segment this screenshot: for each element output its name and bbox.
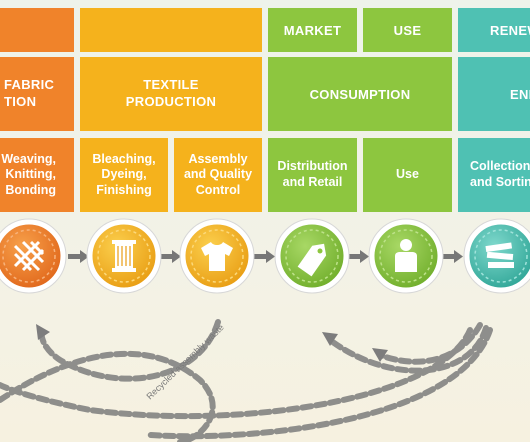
textile-production-line1: TEXTILE: [143, 77, 199, 93]
top-left-orange-strip: [0, 8, 74, 52]
step-bleaching-line3: Finishing: [96, 182, 152, 197]
step-weaving-line3: Bonding: [5, 182, 56, 197]
return-arrowheads: [36, 324, 388, 362]
person-icon: [368, 218, 444, 294]
step-bleaching: Bleaching, Dyeing, Finishing: [80, 138, 168, 212]
market-header: MARKET: [268, 8, 357, 52]
flow-arrows: [68, 250, 463, 263]
consumption-header: CONSUMPTION: [268, 57, 452, 131]
end-of-life-header: END: [458, 57, 530, 131]
step-bleaching-line2: Dyeing,: [101, 167, 147, 182]
step-weaving-line2: Knitting,: [5, 167, 56, 182]
top-amber-strip: [80, 8, 262, 52]
fabric-stage-line2: TION: [4, 94, 37, 109]
step-assembly-line1: Assembly: [188, 151, 248, 166]
end-of-life-label: END: [510, 86, 530, 102]
renew-header: RENEW: [458, 8, 530, 52]
t-shirt-icon: [179, 218, 255, 294]
stacked-clothes-icon: [463, 218, 530, 294]
step-use-label: Use: [396, 167, 419, 182]
price-tag-icon: [274, 218, 350, 294]
woven-fabric-icon: [0, 218, 67, 294]
fabric-stage-line1: FABRIC: [4, 77, 55, 93]
use-label: USE: [393, 22, 422, 38]
use-header: USE: [363, 8, 452, 52]
textile-production-line2: PRODUCTION: [125, 94, 217, 109]
step-collection: Collection and Sorting: [458, 138, 530, 212]
step-weaving-line1: Weaving,: [1, 151, 56, 166]
recycle-flow-lines: [0, 319, 493, 442]
step-use: Use: [363, 138, 452, 212]
consumption-label: CONSUMPTION: [309, 86, 411, 102]
step-distribution-line2: and Retail: [282, 175, 343, 189]
market-label: MARKET: [283, 22, 342, 38]
step-assembly-line3: Control: [195, 182, 241, 197]
recycled-assembly-waste-path: [38, 319, 221, 382]
return-flow-path-3: [377, 322, 483, 365]
step-distribution: Distribution and Retail: [268, 138, 357, 212]
textile-production-header: TEXTILE PRODUCTION: [80, 57, 262, 131]
return-flow-path-4: [327, 325, 489, 374]
step-collection-line1: Collection: [470, 159, 530, 174]
dyed-thread-spool-icon: [86, 218, 162, 294]
step-weaving: Weaving, Knitting, Bonding: [0, 138, 74, 212]
fabric-stage-header: FABRIC TION: [0, 57, 74, 131]
step-assembly: Assembly and Quality Control: [174, 138, 262, 212]
step-collection-line2: and Sorting: [470, 175, 530, 189]
step-bleaching-line1: Bleaching,: [92, 151, 156, 166]
recycled-assembly-waste-label: Recycled assembly waste: [144, 322, 225, 401]
renew-label: RENEW: [490, 22, 530, 38]
return-flow-path-5: [0, 350, 216, 442]
step-distribution-line1: Distribution: [277, 159, 348, 174]
step-assembly-line2: and Quality: [183, 167, 253, 182]
